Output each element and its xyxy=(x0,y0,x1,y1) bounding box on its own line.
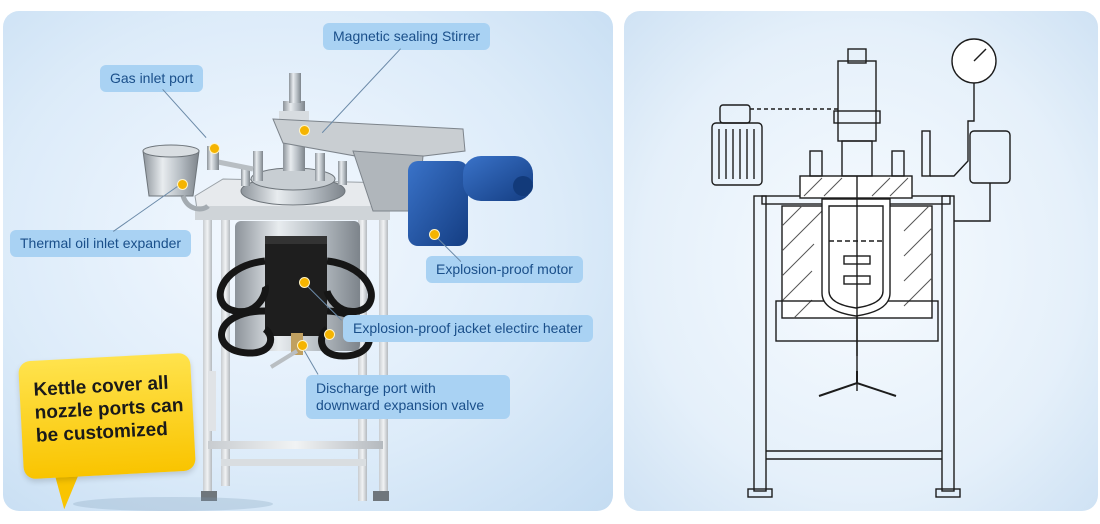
marker-dot xyxy=(428,228,440,240)
frame-foot xyxy=(373,491,389,501)
thermal-oil-cup-lid xyxy=(142,144,200,158)
vessel-inner xyxy=(828,205,884,309)
callout-stirrer: Magnetic sealing Stirrer xyxy=(323,23,491,50)
cover-flange xyxy=(799,175,913,199)
frame-foot xyxy=(201,491,217,501)
heater-hose xyxy=(323,257,375,315)
gauge-needle xyxy=(973,48,987,62)
impeller xyxy=(843,255,871,265)
vessel-body xyxy=(821,198,891,317)
frame-leg xyxy=(379,211,388,501)
heater-hose xyxy=(218,307,275,357)
note-shadow xyxy=(73,497,273,511)
nozzle xyxy=(338,161,347,185)
cover-hatch xyxy=(803,177,909,197)
marker-dot xyxy=(296,339,308,351)
frame-foot xyxy=(935,488,961,498)
belt-arm xyxy=(272,118,466,162)
frame-leg xyxy=(221,216,230,486)
nozzle xyxy=(891,150,905,177)
heater-box-lid xyxy=(265,236,327,244)
impeller xyxy=(843,275,871,285)
marker-dot xyxy=(298,124,310,136)
frame-rail xyxy=(208,371,216,431)
nozzle xyxy=(241,166,250,186)
discharge-handle xyxy=(269,349,299,369)
table-front xyxy=(195,206,390,220)
photo-panel: Magnetic sealing Stirrer Gas inlet port … xyxy=(3,11,613,511)
stirrer-band xyxy=(833,110,881,124)
frame-foot xyxy=(747,488,773,498)
frame-leg xyxy=(941,195,955,492)
thermal-oil-pipe xyxy=(180,194,210,212)
stirrer-column xyxy=(289,73,301,103)
callout-gas-inlet: Gas inlet port xyxy=(100,65,204,92)
heater-hose xyxy=(216,257,269,316)
condenser xyxy=(969,130,1011,184)
stirrer-band xyxy=(841,140,873,177)
marker-dot xyxy=(323,328,335,340)
note-bubble: Kettle cover all nozzle ports can be cus… xyxy=(18,352,196,480)
heater-box xyxy=(265,236,327,336)
frame-rail xyxy=(208,441,383,449)
frame-leg xyxy=(753,195,767,492)
callout-discharge: Discharge port with downward expansion v… xyxy=(306,375,510,419)
callout-motor: Explosion-proof motor xyxy=(426,256,583,283)
marker-dot xyxy=(298,276,310,288)
jacket-hatch xyxy=(781,205,933,319)
marker-dot xyxy=(208,142,220,154)
nozzle xyxy=(253,151,263,181)
gauge-pipe xyxy=(930,83,975,177)
nozzle xyxy=(315,153,325,181)
bottom-impeller xyxy=(818,371,897,397)
motor-housing xyxy=(408,161,468,246)
motor-cap xyxy=(513,176,533,196)
gas-inlet-pipe xyxy=(212,158,254,172)
marker-dot xyxy=(176,178,188,190)
note-text: Kettle cover all nozzle ports can be cus… xyxy=(33,372,184,447)
drawing-panel xyxy=(624,11,1098,511)
nozzle xyxy=(809,150,823,177)
nozzle xyxy=(921,130,931,177)
return-pipe xyxy=(954,211,991,222)
reactor-photo xyxy=(142,73,533,501)
stirrer-housing xyxy=(837,60,877,142)
technical-drawing xyxy=(711,38,1011,498)
frame-rail xyxy=(221,459,366,466)
frame-leg xyxy=(203,211,212,501)
stirrer-cap xyxy=(847,48,867,64)
frame-leg xyxy=(358,216,367,501)
motor-pulley xyxy=(719,104,751,124)
callout-heater: Explosion-proof jacket electirc heater xyxy=(343,315,593,342)
callout-thermal-oil: Thermal oil inlet expander xyxy=(10,230,192,257)
